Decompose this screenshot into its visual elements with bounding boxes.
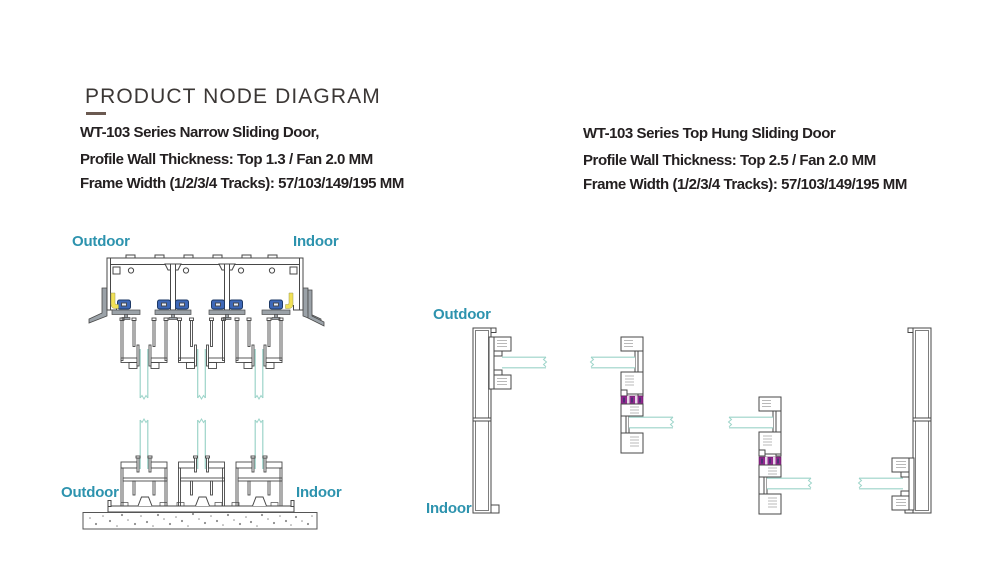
bottom-track-profile bbox=[107, 496, 295, 513]
top-hung-indoor-label: Indoor bbox=[426, 500, 472, 517]
top-track-profile bbox=[88, 254, 325, 327]
narrow-indoor-bottom-label: Indoor bbox=[296, 484, 342, 501]
narrow-door-frame-width: Frame Width (1/2/3/4 Tracks): 57/103/149… bbox=[80, 175, 404, 192]
top-hung-door-name: WT-103 Series Top Hung Sliding Door bbox=[583, 125, 836, 142]
concrete-stipple bbox=[89, 512, 313, 527]
narrow-indoor-top-label: Indoor bbox=[293, 233, 339, 250]
interlock2-bottom-profile bbox=[758, 464, 782, 515]
narrow-door-wall-thickness: Profile Wall Thickness: Top 1.3 / Fan 2.… bbox=[80, 151, 373, 168]
top-hung-frame-width: Frame Width (1/2/3/4 Tracks): 57/103/149… bbox=[583, 176, 907, 193]
narrow-door-drawing bbox=[82, 254, 325, 530]
top-hung-outdoor-label: Outdoor bbox=[433, 306, 491, 323]
yellow-seal-clips bbox=[110, 292, 294, 309]
narrow-door-name: WT-103 Series Narrow Sliding Door, bbox=[80, 124, 319, 141]
glass-panels-horizontal bbox=[501, 356, 904, 490]
interlock1-bottom-profile bbox=[620, 403, 644, 454]
concrete-base bbox=[82, 512, 318, 530]
top-hung-wall-thickness: Profile Wall Thickness: Top 2.5 / Fan 2.… bbox=[583, 152, 876, 169]
roller-rails bbox=[111, 309, 291, 320]
right-outer-bracket bbox=[307, 289, 325, 327]
narrow-outdoor-bottom-label: Outdoor bbox=[61, 484, 119, 501]
title-underline bbox=[86, 112, 106, 115]
roller-wheels bbox=[117, 299, 283, 310]
narrow-outdoor-top-label: Outdoor bbox=[72, 233, 130, 250]
interlock1-brush-seal bbox=[620, 395, 644, 405]
top-hung-drawing bbox=[472, 327, 932, 515]
page-title: PRODUCT NODE DIAGRAM bbox=[85, 85, 381, 108]
interlock2-brush-seal bbox=[758, 456, 782, 466]
